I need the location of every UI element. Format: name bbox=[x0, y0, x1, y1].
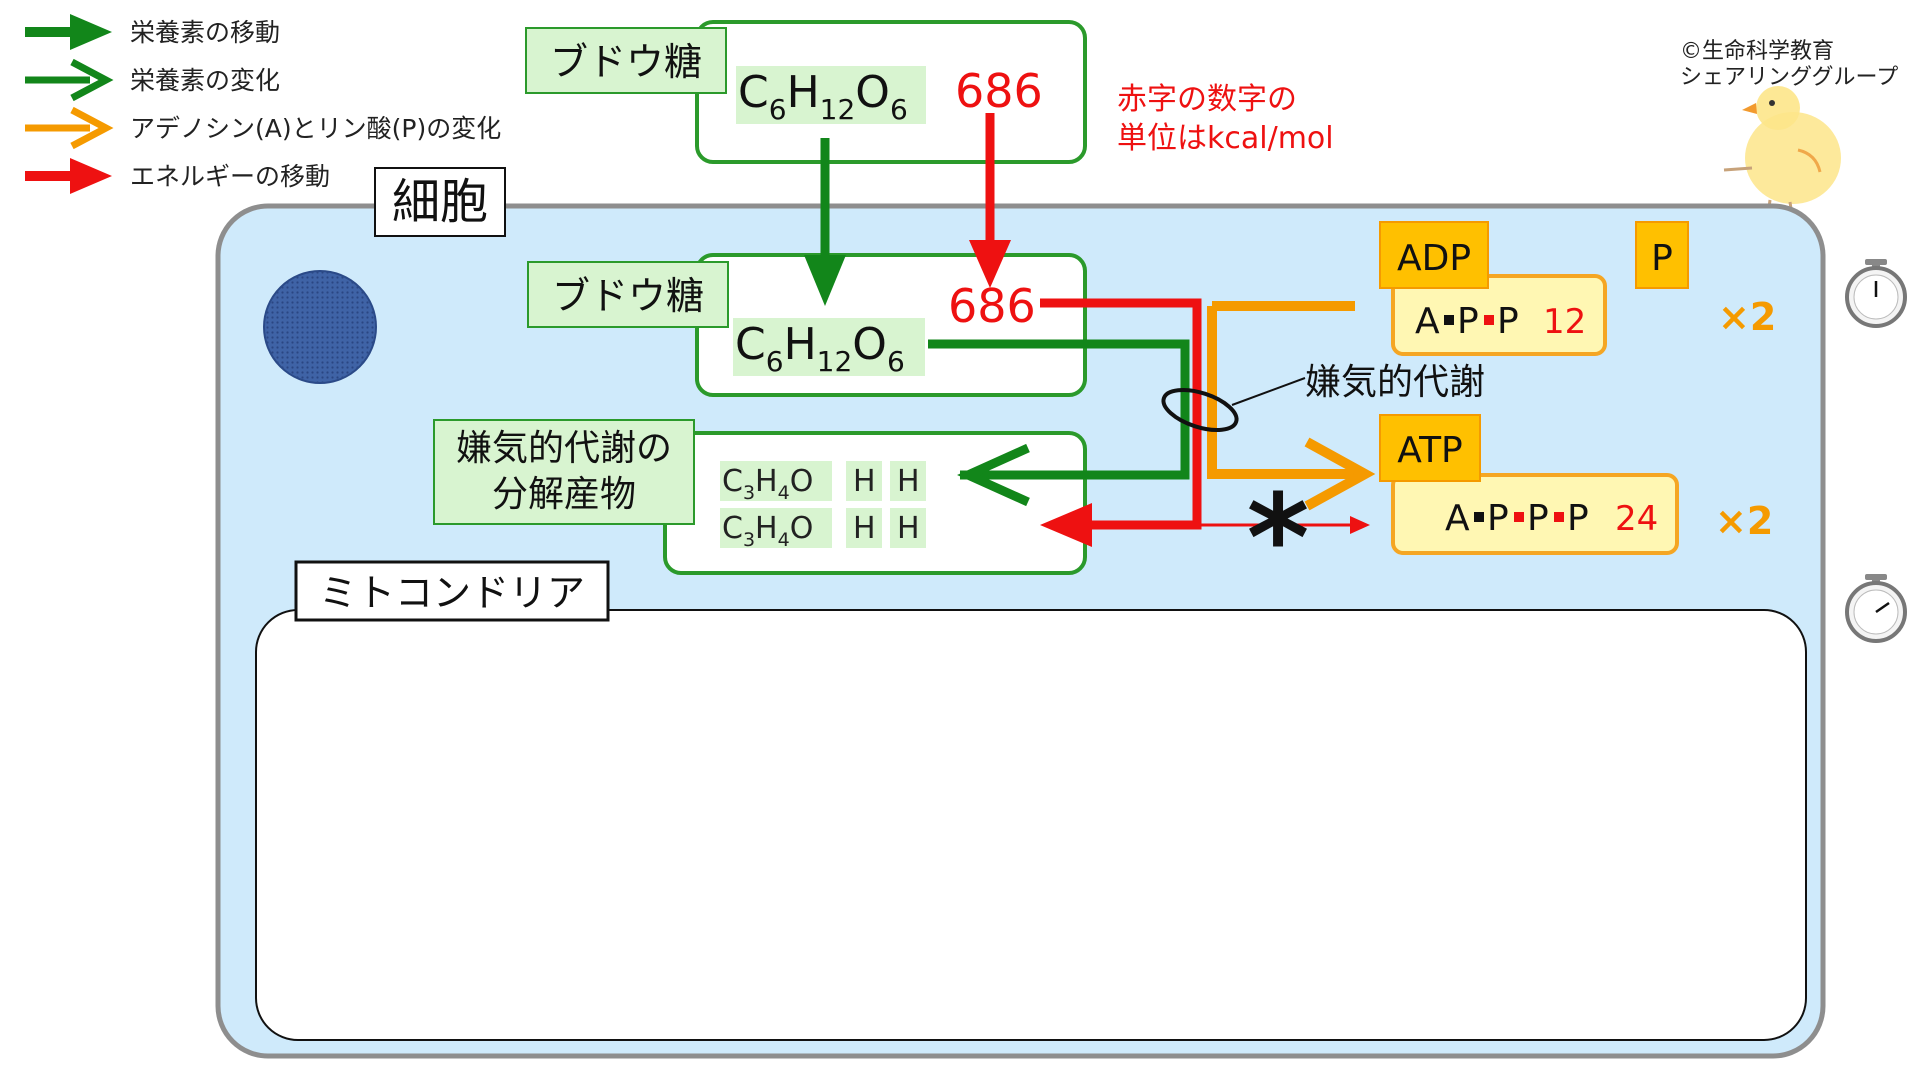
atp-label-box bbox=[1379, 414, 1481, 482]
phosphate-3: P bbox=[1567, 498, 1589, 539]
phosphate-1: P bbox=[1487, 498, 1509, 539]
adp-energy: 12 bbox=[1543, 302, 1586, 342]
phosphate-2: P bbox=[1527, 498, 1549, 539]
product-row-1: C3H4O3 H H bbox=[720, 461, 926, 504]
bond-high-energy bbox=[1514, 512, 1524, 522]
inner-glucose-box: ブドウ糖 C6H12O6 686 bbox=[527, 253, 1087, 397]
glucose-transport-arrow bbox=[804, 138, 846, 306]
energy-to-atp-arrow bbox=[1200, 516, 1370, 534]
adp-multiplier: ×2 bbox=[1718, 295, 1776, 339]
stopwatch-icon bbox=[1845, 259, 1907, 328]
adenosine: A bbox=[1445, 498, 1470, 539]
adp-to-atp-arrow bbox=[1207, 301, 1376, 511]
adp-label-box bbox=[1379, 221, 1489, 289]
bond-normal bbox=[1444, 315, 1454, 325]
bond-high-energy bbox=[1484, 315, 1494, 325]
cell-label-box: 細胞 bbox=[374, 167, 506, 237]
phosphate-label: P bbox=[1651, 238, 1673, 279]
pyruvate-formula: C3H4O3 bbox=[722, 511, 825, 551]
top-glucose-box: ブドウ糖 C6H12O6 686 bbox=[525, 20, 1087, 164]
energy-release-arrow bbox=[1040, 298, 1202, 547]
copyright-line1: ©生命科学教育 bbox=[1680, 39, 1834, 64]
bond-high-energy bbox=[1554, 512, 1564, 522]
atp-energy: 24 bbox=[1615, 499, 1658, 539]
hydrogen-2: H bbox=[897, 511, 920, 546]
asterisk-mark: * bbox=[1247, 470, 1310, 609]
copyright: ©生命科学教育 シェアリンググループ bbox=[1680, 39, 1898, 90]
legend-label: エネルギーの移動 bbox=[130, 162, 330, 191]
anaerobic-metabolism-label: 嫌気的代謝 bbox=[1305, 362, 1485, 403]
mitochondria-label: ミトコンドリア bbox=[319, 571, 585, 615]
hydrogen-1: H bbox=[853, 464, 876, 499]
hydrogen-1: H bbox=[853, 511, 876, 546]
legend-item-nutrient-movement: 栄養素の移動 bbox=[25, 14, 280, 50]
pyruvate-formula: C3H4O3 bbox=[722, 464, 825, 504]
products-label-line1: 嫌気的代謝の bbox=[456, 428, 672, 469]
unit-note-line2: 単位はkcal/mol bbox=[1117, 121, 1334, 156]
mitochondria bbox=[255, 609, 1807, 1041]
copyright-line2: シェアリンググループ bbox=[1680, 65, 1898, 90]
inner-glucose-formula: C6H12O6 bbox=[735, 319, 905, 378]
top-glucose-label-box bbox=[525, 27, 727, 94]
products-label-line2: 分解産物 bbox=[492, 474, 636, 515]
legend-item-adenosine-phosphate-change: アデノシン(A)とリン酸(P)の変化 bbox=[25, 106, 501, 150]
legend-label: 栄養素の移動 bbox=[130, 18, 280, 47]
top-formula-bg bbox=[736, 66, 926, 124]
bond-normal bbox=[1474, 512, 1484, 522]
legend-item-nutrient-change: 栄養素の変化 bbox=[25, 58, 280, 102]
legend-item-energy-movement: エネルギーの移動 bbox=[25, 158, 330, 194]
atp-multiplier: ×2 bbox=[1715, 499, 1773, 543]
adp-label: ADP bbox=[1397, 238, 1471, 279]
phosphate-1: P bbox=[1457, 301, 1479, 342]
stopwatch-icon bbox=[1845, 574, 1907, 643]
adenosine: A bbox=[1415, 301, 1440, 342]
coupling-loop bbox=[1161, 377, 1306, 432]
legend-label: 栄養素の変化 bbox=[130, 66, 280, 95]
products-label-box bbox=[433, 419, 695, 525]
inner-glucose-label-box bbox=[527, 261, 729, 328]
atp-box: ATP A P P P 24 bbox=[1379, 414, 1679, 555]
unit-note: 赤字の数字の 単位はkcal/mol bbox=[1117, 82, 1334, 156]
unit-note-line1: 赤字の数字の bbox=[1117, 82, 1297, 117]
legend: 栄養素の移動 栄養素の変化 アデノシン(A)とリン酸(P)の変化 エネルギーの移… bbox=[25, 14, 501, 194]
top-glucose-energy: 686 bbox=[955, 64, 1043, 118]
free-phosphate: P bbox=[1635, 221, 1689, 289]
orange-chevron-icon bbox=[70, 106, 114, 150]
top-glucose-formula: C6H12O6 bbox=[738, 67, 908, 126]
product-row-2: C3H4O3 H H bbox=[720, 508, 926, 551]
energy-transport-arrow bbox=[969, 113, 1011, 288]
green-chevron-icon bbox=[70, 58, 114, 102]
inner-glucose-label: ブドウ糖 bbox=[552, 274, 704, 318]
cell-label: 細胞 bbox=[392, 174, 488, 230]
red-arrowhead-icon bbox=[70, 158, 112, 194]
inner-glucose-energy: 686 bbox=[948, 279, 1036, 333]
hydrogen-2: H bbox=[897, 464, 920, 499]
green-arrowhead-icon bbox=[70, 14, 112, 50]
nucleus bbox=[263, 270, 377, 384]
glucose-breakdown-arrow bbox=[928, 339, 1190, 507]
atp-label: ATP bbox=[1397, 430, 1463, 471]
inner-formula-bg bbox=[733, 318, 925, 376]
legend-label: アデノシン(A)とリン酸(P)の変化 bbox=[130, 114, 501, 143]
phosphate-2: P bbox=[1497, 301, 1519, 342]
adp-box: ADP A P P 12 bbox=[1379, 221, 1607, 356]
top-glucose-label: ブドウ糖 bbox=[550, 40, 702, 84]
mitochondria-label-box: ミトコンドリア bbox=[294, 560, 610, 622]
